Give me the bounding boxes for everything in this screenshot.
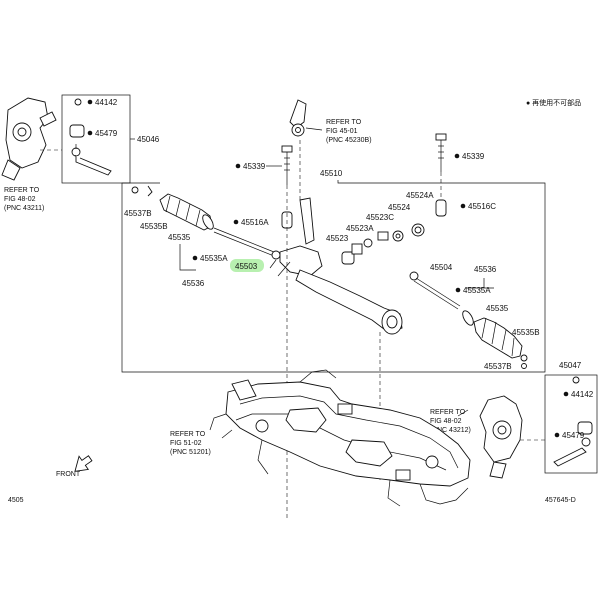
- label-45523c: 45523C: [366, 213, 394, 222]
- rack-assembly-box: [121, 180, 546, 373]
- top-fig-ref: REFER TO FIG 45-01 (PNC 45230B): [326, 119, 372, 144]
- pinion-parts: [341, 199, 447, 265]
- right-rack-boot: [462, 310, 523, 359]
- svg-text:FIG 48-02: FIG 48-02: [4, 196, 36, 203]
- label-44142-right: 44142: [571, 390, 594, 399]
- footer-left-code: 4505: [8, 497, 24, 504]
- label-45504: 45504: [430, 263, 453, 272]
- svg-text:(PNC 45230B): (PNC 45230B): [326, 137, 372, 144]
- steering-rack-housing: [269, 197, 403, 335]
- label-45536-right: 45536: [474, 265, 497, 274]
- label-45516c: 45516C: [468, 202, 496, 211]
- svg-text:FIG 48-02: FIG 48-02: [430, 418, 462, 425]
- right-fig-ref: REFER TO FIG 48-02 (PNC 43212): [430, 409, 471, 434]
- nonreusable-dot: [87, 130, 93, 136]
- svg-text:REFER TO: REFER TO: [430, 409, 466, 416]
- svg-text:REFER TO: REFER TO: [4, 187, 40, 194]
- left-steering-knuckle: [1, 97, 57, 181]
- legend-note: ● 再使用不可部品: [526, 98, 581, 107]
- svg-text:FIG 51-02: FIG 51-02: [170, 440, 202, 447]
- nonreusable-dot: [554, 432, 560, 438]
- right-tie-rod-end-box: [544, 374, 598, 474]
- front-label: FRONT: [56, 471, 81, 478]
- label-45503[interactable]: 45503: [235, 262, 258, 271]
- bolt-45339-b: [435, 133, 447, 172]
- label-45537b-left: 45537B: [124, 209, 152, 218]
- bolt-45339-a: [281, 145, 293, 185]
- front-arrow-icon: [74, 455, 93, 472]
- svg-text:(PNC 43211): (PNC 43211): [4, 205, 44, 212]
- bottom-fig-ref: REFER TO FIG 51-02 (PNC 51201): [170, 431, 211, 456]
- steering-intermediate-shaft: [289, 99, 323, 137]
- nonreusable-dot: [235, 163, 241, 169]
- svg-text:REFER TO: REFER TO: [170, 431, 206, 438]
- label-45535b-right: 45535B: [512, 328, 540, 337]
- highlight-45503: [230, 259, 264, 272]
- nonreusable-dot: [454, 153, 460, 159]
- label-45535a-left: 45535A: [200, 254, 228, 263]
- label-45524: 45524: [388, 203, 411, 212]
- label-45536-left: 45536: [182, 279, 205, 288]
- nonreusable-dot: [192, 255, 198, 261]
- footer-right-code: 457645-D: [545, 497, 576, 504]
- label-45535-right: 45535: [486, 304, 509, 313]
- label-44142-left: 44142: [95, 98, 118, 107]
- label-45535b-left: 45535B: [140, 222, 168, 231]
- right-steering-knuckle: [479, 395, 545, 479]
- label-45537b-right: 45537B: [484, 362, 512, 371]
- nonreusable-dot: [455, 287, 461, 293]
- left-clip-45537b: [131, 185, 153, 197]
- label-45046: 45046: [137, 135, 160, 144]
- left-fig-ref: REFER TO FIG 48-02 (PNC 43211): [4, 187, 44, 212]
- svg-text:(PNC 51201): (PNC 51201): [170, 449, 211, 456]
- label-45339-a: 45339: [243, 162, 266, 171]
- left-rack-boot: [159, 193, 214, 231]
- svg-text:FIG 45-01: FIG 45-01: [326, 128, 358, 135]
- label-45479-left: 45479: [95, 129, 118, 138]
- label-45535a-right: 45535A: [463, 286, 491, 295]
- right-tie-rod-end: [553, 376, 593, 467]
- right-clip-45537b: [520, 354, 528, 369]
- label-45535-left: 45535: [168, 233, 191, 242]
- label-45524a: 45524A: [406, 191, 434, 200]
- nonreusable-dot: [460, 203, 466, 209]
- label-45047: 45047: [559, 361, 582, 370]
- label-45523: 45523: [326, 234, 349, 243]
- nonreusable-dot: [563, 391, 569, 397]
- label-45339-b: 45339: [462, 152, 485, 161]
- label-45510: 45510: [320, 169, 343, 178]
- label-45523a: 45523A: [346, 224, 374, 233]
- left-tie-rod-end: [69, 98, 112, 176]
- nonreusable-dot: [233, 219, 239, 225]
- label-45516a: 45516A: [241, 218, 269, 227]
- svg-text:(PNC 43212): (PNC 43212): [430, 427, 471, 434]
- label-45479-right: 45479: [562, 431, 585, 440]
- nonreusable-dot: [87, 99, 93, 105]
- front-subframe: [209, 369, 471, 507]
- svg-text:REFER TO: REFER TO: [326, 119, 362, 126]
- left-inner-tie-rod: [213, 227, 281, 260]
- right-inner-tie-rod: [409, 271, 461, 310]
